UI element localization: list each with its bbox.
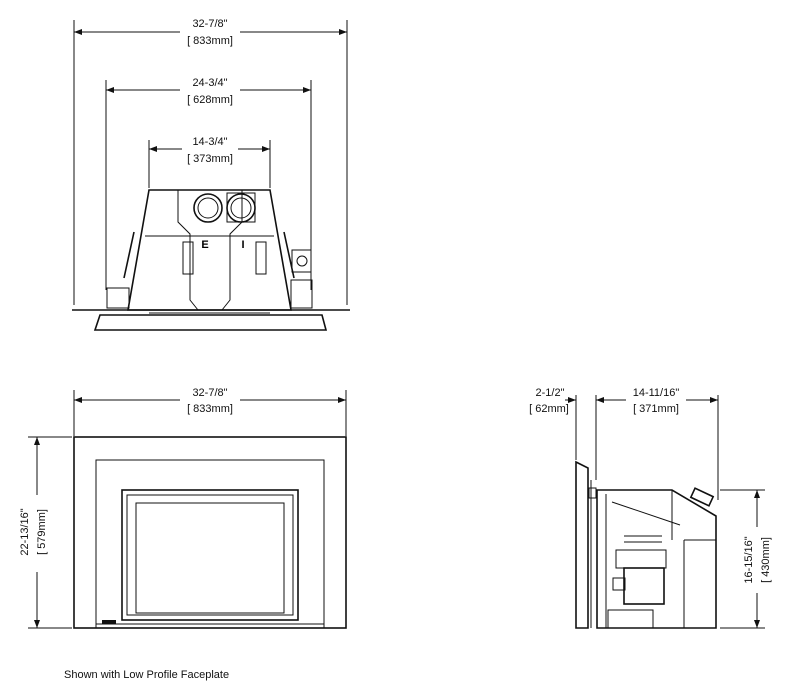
caption: Shown with Low Profile Faceplate (64, 669, 230, 681)
dimension-metric: [ 62mm] (529, 403, 569, 415)
top-view: 32-7/8" [ 833mm] 24-3/4" [ 628mm] 14-3/4… (72, 18, 350, 331)
dimension-faceplate-depth: 2-1/2" [ 62mm] (529, 387, 597, 480)
glass-viewing-area (135, 502, 285, 614)
faceplate-outer (73, 436, 347, 629)
dimension-metric: [ 430mm] (760, 537, 772, 583)
exhaust-label: E (201, 239, 208, 251)
dimension-imperial: 24-3/4" (192, 77, 227, 89)
dimension-imperial: 32-7/8" (192, 18, 227, 30)
dimension-overall-width: 32-7/8" [ 833mm] (73, 18, 348, 305)
dimension-metric: [ 628mm] (187, 94, 233, 106)
dimension-front-width: 32-7/8" [ 833mm] (73, 387, 347, 436)
faceplate-profile (575, 460, 589, 629)
dimension-side-height: 16-15/16" [ 430mm] (720, 489, 772, 629)
dimension-metric: [ 833mm] (187, 403, 233, 415)
dimension-top-width: 14-3/4" [ 373mm] (148, 136, 271, 188)
dimension-metric: [ 373mm] (187, 153, 233, 165)
front-view: 32-7/8" [ 833mm] 22-13/16" [ 579mm] (19, 387, 347, 629)
side-view: 2-1/2" [ 62mm] 14-11/16" [ 371mm] 16-15/… (529, 387, 772, 629)
dimension-metric: [ 833mm] (187, 35, 233, 47)
glass-frame (121, 489, 299, 621)
dimension-imperial: 2-1/2" (536, 387, 565, 399)
logo-badge (102, 620, 116, 624)
insert-body-top: E I (72, 189, 350, 331)
dimension-imperial: 32-7/8" (192, 387, 227, 399)
dimension-front-height: 22-13/16" [ 579mm] (19, 436, 72, 629)
dimension-middle-width: 24-3/4" [ 628mm] (105, 77, 312, 290)
dimension-imperial: 22-13/16" (19, 508, 31, 555)
dimension-metric: [ 371mm] (633, 403, 679, 415)
dimension-imperial: 14-3/4" (192, 136, 227, 148)
dimension-imperial: 16-15/16" (743, 536, 755, 583)
intake-label: I (241, 239, 244, 251)
dimension-body-depth: 14-11/16" [ 371mm] (596, 387, 719, 500)
dimension-metric: [ 579mm] (36, 509, 48, 555)
dimension-imperial: 14-11/16" (633, 387, 680, 399)
insert-body-profile (596, 489, 717, 629)
